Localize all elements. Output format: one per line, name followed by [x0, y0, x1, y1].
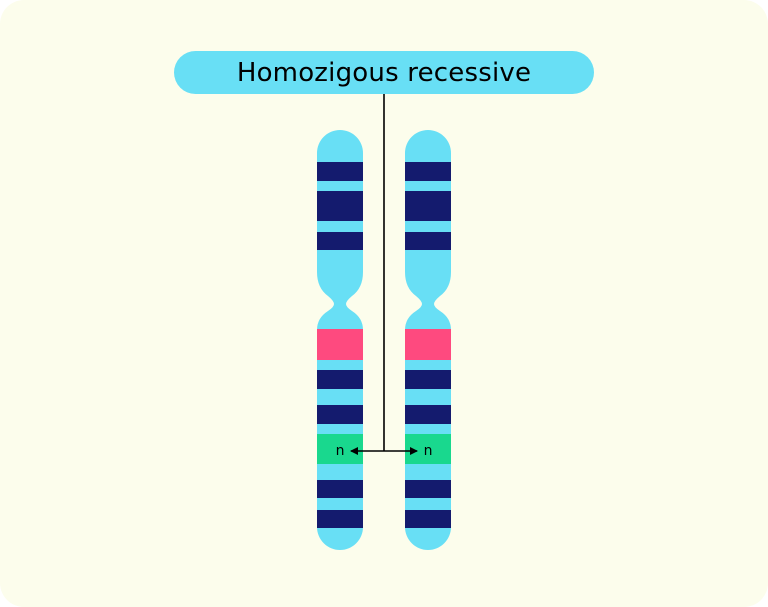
allele-label-right: n — [424, 443, 433, 459]
band — [405, 191, 451, 221]
chromosome-left: n — [317, 130, 363, 550]
band — [317, 191, 363, 221]
title-text: Homozigous recessive — [236, 57, 532, 88]
band — [405, 480, 451, 498]
band — [317, 480, 363, 498]
title-label: Homozigous recessive — [174, 51, 594, 94]
band — [317, 370, 363, 389]
band — [317, 405, 363, 424]
band — [405, 510, 451, 528]
band — [405, 370, 451, 389]
band — [405, 162, 451, 181]
band — [317, 162, 363, 181]
allele-label-left: n — [336, 443, 345, 459]
band — [405, 232, 451, 250]
pink-band — [317, 329, 363, 360]
pink-band — [405, 329, 451, 360]
band — [405, 405, 451, 424]
band — [317, 232, 363, 250]
chromosome-right: n — [405, 130, 451, 550]
band — [317, 510, 363, 528]
